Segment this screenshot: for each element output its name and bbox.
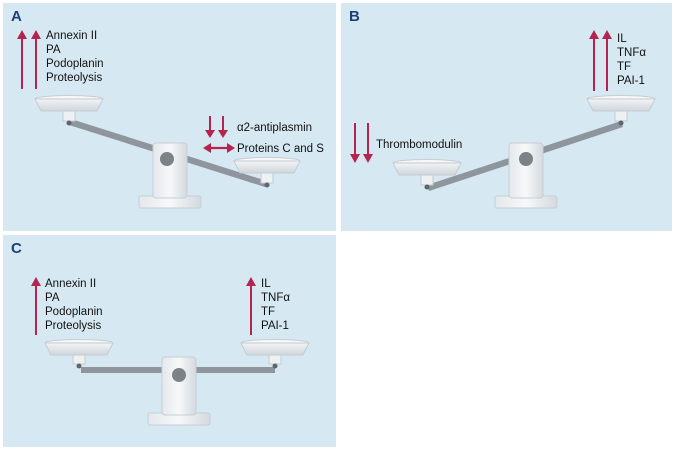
left-item: Proteolysis [46,72,102,84]
panel-c: C [3,235,336,447]
right-pan [233,157,301,188]
arrow-down-icon [350,123,373,163]
left-pan [392,159,462,190]
pivot-icon [519,152,533,166]
left-item: Proteolysis [45,320,101,332]
panel-a: A [3,3,336,231]
right-pan [586,95,656,126]
left-item: Annexin II [46,30,97,42]
right-item: PAI-1 [261,320,289,332]
left-pan [34,95,104,126]
panel-label: C [11,240,22,257]
balance-scale: Thrombomodulin IL TNFα TF PAI-1 [350,30,656,209]
balance-scale: Annexin II PA Podoplanin Proteolysis IL … [31,277,310,426]
right-pan [240,339,310,369]
pivot-icon [172,368,186,382]
arrow-up-icon [589,30,612,91]
left-item: Thrombomodulin [376,139,462,151]
right-item: TNFα [261,292,290,304]
pivot-icon [160,152,174,166]
arrow-up-icon [31,277,41,335]
left-pan [44,339,114,369]
right-item: TF [617,61,631,73]
panel-b: B [341,3,672,231]
arrow-down-icon [205,116,228,138]
scale-stand [147,356,211,426]
right-item: Proteins C and S [237,143,324,155]
right-item: TF [261,306,275,318]
left-item: Podoplanin [45,306,103,318]
left-item: Podoplanin [46,58,104,70]
arrow-up-icon [246,277,256,335]
left-item: PA [45,292,60,304]
scale-stand [494,142,558,209]
scale-stand [138,142,202,209]
right-item: α2-antiplasmin [237,122,312,134]
balance-scale: Annexin II PA Podoplanin Proteolysis α2-… [17,30,324,209]
left-item: Annexin II [45,278,96,290]
panel-label: A [11,8,22,25]
arrow-up-icon [17,30,41,89]
right-item: IL [261,278,271,290]
right-item: PAI-1 [617,75,645,87]
double-arrow-icon [203,143,235,153]
right-item: TNFα [617,47,646,59]
right-item: IL [617,33,627,45]
panel-label: B [349,8,360,25]
left-item: PA [46,44,61,56]
